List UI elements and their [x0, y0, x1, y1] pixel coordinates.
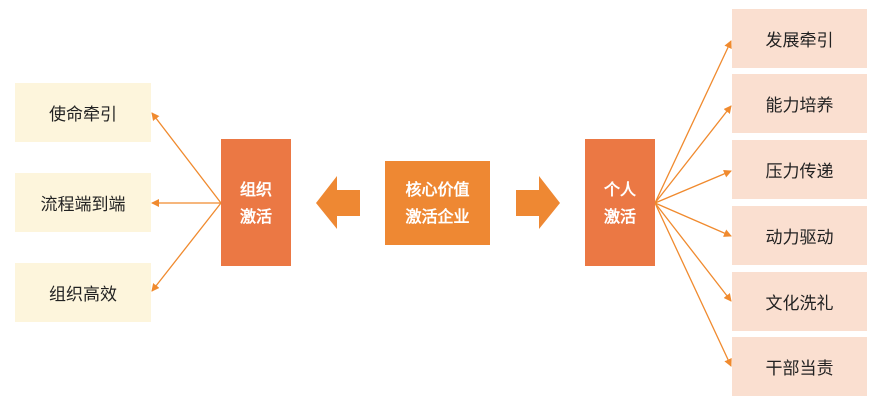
- right-item-6: 干部当责: [732, 337, 867, 396]
- right-item-label: 能力培养: [765, 96, 834, 116]
- person-line1: 个人: [603, 179, 636, 199]
- arrow-to-left-item-3: [151, 202, 222, 292]
- arrow-to-right-item-4: [654, 202, 732, 237]
- right-item-1: 发展牵引: [732, 9, 867, 68]
- left-item-efficiency: 组织高效: [15, 263, 151, 322]
- arrow-to-right-item-6: [654, 202, 732, 367]
- org-line2: 激活: [239, 206, 272, 226]
- right-item-label: 发展牵引: [765, 31, 834, 51]
- center-line1: 核心价值: [405, 180, 470, 199]
- left-item-process: 流程端到端: [15, 173, 151, 232]
- arrow-to-right-item-1: [654, 40, 732, 204]
- left-item-label: 流程端到端: [40, 195, 126, 215]
- arrow-to-right-item-2: [654, 105, 732, 204]
- right-item-label: 文化洗礼: [765, 294, 834, 314]
- right-block-arrow: [516, 176, 560, 229]
- left-item-mission: 使命牵引: [15, 83, 151, 142]
- left-block-arrow: [316, 176, 360, 229]
- center-line2: 激活企业: [405, 207, 470, 226]
- left-item-label: 组织高效: [49, 285, 117, 305]
- org-activation-box: 组织激活: [221, 139, 291, 266]
- person-line2: 激活: [603, 206, 636, 226]
- right-item-label: 动力驱动: [765, 228, 834, 248]
- right-item-2: 能力培养: [732, 74, 867, 133]
- right-item-label: 压力传递: [765, 162, 834, 182]
- right-item-4: 动力驱动: [732, 206, 867, 265]
- arrow-to-right-item-5: [654, 202, 732, 302]
- right-item-5: 文化洗礼: [732, 272, 867, 331]
- org-line1: 组织: [239, 179, 272, 199]
- arrow-to-left-item-1: [151, 112, 222, 204]
- arrow-to-right-item-3: [654, 170, 732, 204]
- right-item-3: 压力传递: [732, 140, 867, 199]
- left-item-label: 使命牵引: [49, 105, 117, 125]
- right-item-label: 干部当责: [765, 359, 834, 379]
- person-activation-box: 个人激活: [585, 139, 655, 266]
- core-value-box: 核心价值激活企业: [385, 161, 490, 245]
